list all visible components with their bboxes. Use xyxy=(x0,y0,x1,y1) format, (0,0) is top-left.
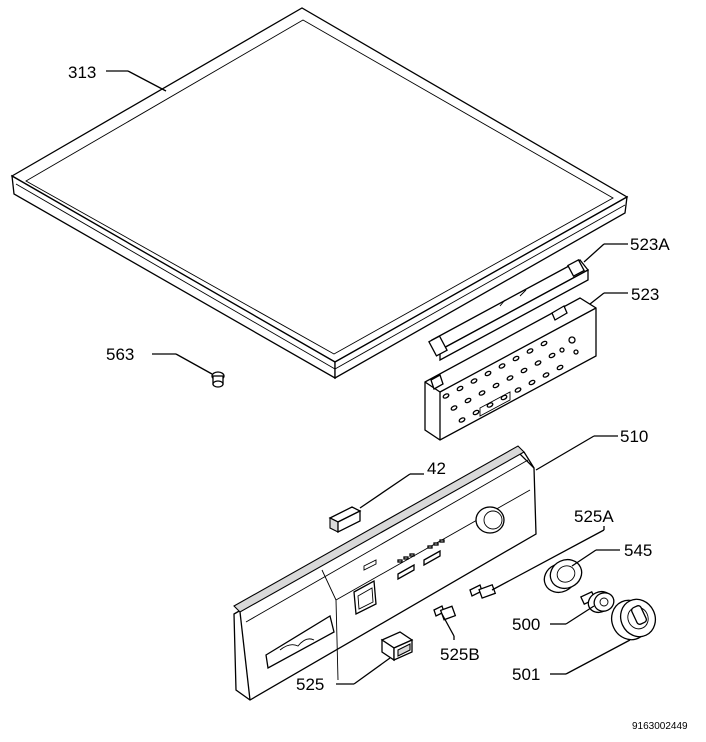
label-500: 500 xyxy=(512,615,540,634)
label-525A: 525A xyxy=(574,507,614,526)
label-525: 525 xyxy=(296,675,324,694)
label-510: 510 xyxy=(620,427,648,446)
panel-indicator xyxy=(439,539,445,543)
panel-indicator xyxy=(397,559,403,563)
panel-indicator xyxy=(409,553,415,557)
part-525-button xyxy=(380,631,414,662)
part-563-screw xyxy=(211,371,225,388)
board-hole xyxy=(498,363,506,369)
part-525B-pushrod xyxy=(433,605,457,621)
label-523A: 523A xyxy=(630,235,670,254)
board-hole xyxy=(470,378,478,384)
board-hole xyxy=(534,360,542,366)
part-313-worktop xyxy=(10,7,629,380)
board-hole xyxy=(556,364,564,371)
label-523: 523 xyxy=(631,285,659,304)
part-500-knob-shaft xyxy=(580,590,615,614)
board-hole xyxy=(512,355,520,362)
document-number: 9163002449 xyxy=(632,721,688,732)
part-523-board xyxy=(424,297,597,441)
board-hole xyxy=(520,367,528,374)
part-501-knob xyxy=(610,598,657,641)
board-hole xyxy=(472,409,480,416)
board-hole xyxy=(456,385,464,392)
board-hole xyxy=(514,387,522,393)
board-hole xyxy=(464,397,472,404)
board-hole xyxy=(478,390,486,396)
label-525B: 525B xyxy=(440,645,480,664)
panel-indicator xyxy=(427,545,433,549)
board-hole xyxy=(450,405,458,411)
board-hole xyxy=(526,348,534,354)
part-545-ring xyxy=(543,558,583,594)
label-42: 42 xyxy=(427,459,446,478)
part-42-button-insert xyxy=(328,506,362,534)
board-hole xyxy=(492,382,500,389)
part-510-control-panel xyxy=(233,445,537,701)
panel-indicator xyxy=(433,542,439,546)
board-hole xyxy=(528,379,536,386)
label-563: 563 xyxy=(106,345,134,364)
board-hole xyxy=(548,352,556,359)
leader-lines xyxy=(106,70,631,685)
panel-indicator xyxy=(403,556,409,560)
board-hole xyxy=(542,372,550,378)
part-525A-pushrod xyxy=(469,584,497,599)
board-hole xyxy=(458,417,466,423)
label-501: 501 xyxy=(512,665,540,684)
board-hole xyxy=(484,370,492,377)
label-545: 545 xyxy=(624,541,652,560)
part-523A-bracket xyxy=(428,259,589,362)
board-hole xyxy=(540,340,548,347)
board-hole xyxy=(506,375,514,381)
label-313: 313 xyxy=(68,63,96,82)
board-hole xyxy=(442,393,450,399)
